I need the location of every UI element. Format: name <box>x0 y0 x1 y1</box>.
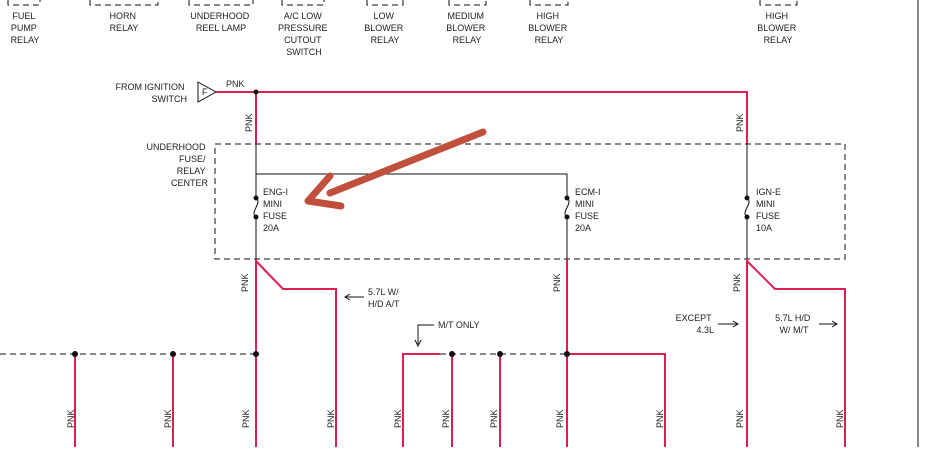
pnk-label-bottom: PNK <box>163 409 173 428</box>
high-blower-relay-label: HIGH BLOWER RELAY <box>528 11 570 45</box>
medium-blower-relay-label: MEDIUM BLOWER RELAY <box>446 11 488 45</box>
high-blower-relay-2-label: HIGH BLOWER RELAY <box>757 11 799 45</box>
splice-dot <box>497 351 503 357</box>
pnk-label-bottom: PNK <box>735 409 745 428</box>
mt-only-branch-wire <box>402 353 440 447</box>
ac-cutout-switch-box <box>281 0 325 6</box>
pnk-label-bottom: PNK <box>393 409 403 428</box>
pnk-label-bottom: PNK <box>655 409 665 428</box>
ignition-feed-wire <box>216 91 748 144</box>
ignition-connector-symbol <box>197 81 218 103</box>
hd-at-note: 5.7L W/ H/D A/T <box>368 287 401 309</box>
mt-only-note-arrow <box>414 324 434 348</box>
splice-dot <box>170 351 176 357</box>
pnk-label-bottom: PNK <box>489 409 499 428</box>
medium-blower-relay-box <box>448 0 487 6</box>
splice-dot <box>564 351 570 357</box>
ign-e-fuse-terminal-top <box>744 195 750 201</box>
horn-relay-label: HORN RELAY <box>109 11 138 33</box>
high-blower-relay-box-2 <box>759 0 798 6</box>
ignition-source-label: FROM IGNITION SWITCH <box>115 82 187 104</box>
pnk-label-ecm-out: PNK <box>552 273 562 292</box>
ign-e-fuse-label: IGN-E MINI FUSE 10A <box>756 187 784 233</box>
fuel-pump-relay-box <box>7 0 41 6</box>
mt-drop-wires <box>451 354 501 447</box>
fuel-pump-relay-label: FUEL PUMP RELAY <box>11 11 40 45</box>
eng-i-fuse-symbol <box>253 197 259 218</box>
pnk-label-bottom: PNK <box>441 409 451 428</box>
ecm-i-fuse-label: ECM-I MINI FUSE 20A <box>575 187 603 233</box>
reel-lamp-label: UNDERHOOD REEL LAMP <box>190 11 252 33</box>
pnk-label-bottom: PNK <box>835 409 845 428</box>
pnk-label-bottom: PNK <box>326 409 336 428</box>
reel-lamp-box <box>188 0 254 6</box>
except-note-arrow <box>718 320 739 328</box>
pnk-label-bottom: PNK <box>66 409 76 428</box>
hd-at-note-arrow <box>344 293 364 301</box>
hd-mt-branch-wire <box>746 260 846 447</box>
fuse-relay-center-label: UNDERHOOD FUSE/ RELAY CENTER <box>146 142 208 188</box>
mt-only-note: M/T ONLY <box>438 320 480 330</box>
ecm-i-fuse-terminal-top <box>564 195 570 201</box>
pnk-label-feed-left: PNK <box>244 113 254 132</box>
horn-relay-box <box>89 0 159 6</box>
pnk-label-feed-right: PNK <box>735 113 745 132</box>
hd-mt-note-arrow <box>819 320 838 328</box>
left-drop-wires <box>74 354 174 447</box>
pnk-label-bottom: PNK <box>241 409 251 428</box>
low-blower-relay-box <box>366 0 404 6</box>
eng-i-fuse-label: ENG-I MINI FUSE 20A <box>263 187 291 233</box>
ign-e-fuse-symbol <box>744 197 750 218</box>
feed-splice <box>253 89 259 95</box>
except-note: EXCEPT 4.3L <box>676 313 714 335</box>
low-blower-relay-label: LOW BLOWER RELAY <box>364 11 406 45</box>
hd-at-branch-wire <box>255 260 337 447</box>
fuse-relay-center-box <box>214 143 846 260</box>
splice-dot <box>253 351 259 357</box>
ignition-wire-label: PNK <box>226 79 245 89</box>
pnk-label-eng-out: PNK <box>240 273 250 292</box>
annotation-arrow <box>304 128 487 210</box>
pnk-label-bottom: PNK <box>555 409 565 428</box>
internal-bus <box>256 173 568 198</box>
splice-dot <box>449 351 455 357</box>
high-blower-relay-box <box>529 0 569 6</box>
ignition-connector-letter: F <box>202 87 208 97</box>
ecm-i-branch-wire <box>567 353 666 447</box>
fuse-output-leads <box>255 217 748 259</box>
eng-i-fuse-terminal-top <box>253 195 259 201</box>
hd-mt-note: 5.7L H/D W/ M/T <box>775 313 813 335</box>
pnk-label-ign-out: PNK <box>732 273 742 292</box>
ecm-i-fuse-symbol <box>564 197 570 218</box>
ac-cutout-switch-label: A/C LOW PRESSURE CUTOUT SWITCH <box>278 11 330 57</box>
splice-dot <box>72 351 78 357</box>
